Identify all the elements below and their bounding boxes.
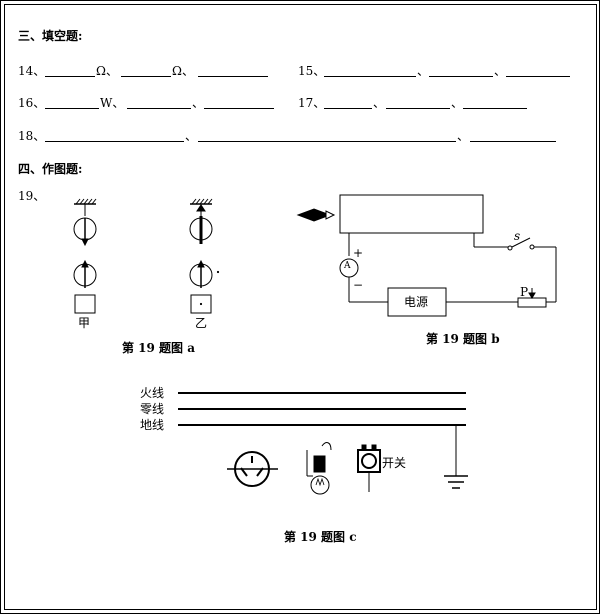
- q14-number: 14、: [18, 64, 46, 78]
- q15-sep-2: 、: [494, 64, 507, 78]
- figure-a-caption: 第 19 题图 a: [122, 341, 196, 355]
- figure-a-label-yi: 乙: [195, 316, 208, 330]
- slider-label: P: [520, 285, 529, 299]
- q17-blank-1[interactable]: [324, 108, 372, 109]
- q14-blank-3[interactable]: [198, 76, 268, 77]
- q17-blank-2[interactable]: [386, 108, 450, 109]
- q18-sep-1: 、: [185, 129, 198, 143]
- switch-label: s: [514, 229, 521, 243]
- neutral-wire-label: 零线: [140, 402, 165, 416]
- power-source-label: 电源: [404, 295, 429, 309]
- q18-blank-3[interactable]: [470, 141, 556, 142]
- q18-blank-2[interactable]: [198, 141, 456, 142]
- q15-blank-1[interactable]: [324, 76, 416, 77]
- figure-b-caption: 第 19 题图 b: [426, 332, 500, 346]
- ammeter-minus: −: [353, 278, 364, 292]
- q14-unit-2: Ω、: [172, 64, 194, 78]
- figure-a-label-jia: 甲: [78, 316, 91, 330]
- q16-unit-1: W、: [100, 96, 125, 110]
- q14-unit-1: Ω、: [96, 64, 118, 78]
- section3-title: 三、填空题:: [18, 29, 83, 43]
- q16-blank-1[interactable]: [45, 108, 99, 109]
- q18-blank-1[interactable]: [45, 141, 184, 142]
- q14-blank-2[interactable]: [121, 76, 171, 77]
- q19-number: 19、: [18, 189, 46, 203]
- q17-sep-2: 、: [451, 96, 464, 110]
- q16-blank-3[interactable]: [204, 108, 274, 109]
- ammeter-plus: +: [353, 246, 364, 260]
- inner-frame: [4, 4, 597, 610]
- ammeter-symbol: A: [344, 261, 351, 271]
- figure-c-caption: 第 19 题图 c: [284, 530, 357, 544]
- q14-blank-1[interactable]: [45, 76, 95, 77]
- q16-sep-1: 、: [192, 96, 205, 110]
- q15-blank-2[interactable]: [429, 76, 493, 77]
- q15-sep-1: 、: [417, 64, 430, 78]
- q16-blank-2[interactable]: [127, 108, 191, 109]
- switch-text-label: 开关: [382, 456, 407, 470]
- q16-number: 16、: [18, 96, 46, 110]
- ground-wire-label: 地线: [140, 418, 165, 432]
- q17-blank-3[interactable]: [463, 108, 527, 109]
- q17-sep-1: 、: [373, 96, 386, 110]
- section4-title: 四、作图题:: [18, 162, 83, 176]
- q15-blank-3[interactable]: [506, 76, 570, 77]
- live-wire-label: 火线: [140, 386, 165, 400]
- q18-number: 18、: [18, 129, 46, 143]
- q15-number: 15、: [298, 64, 326, 78]
- q17-number: 17、: [298, 96, 326, 110]
- q18-sep-2: 、: [457, 129, 470, 143]
